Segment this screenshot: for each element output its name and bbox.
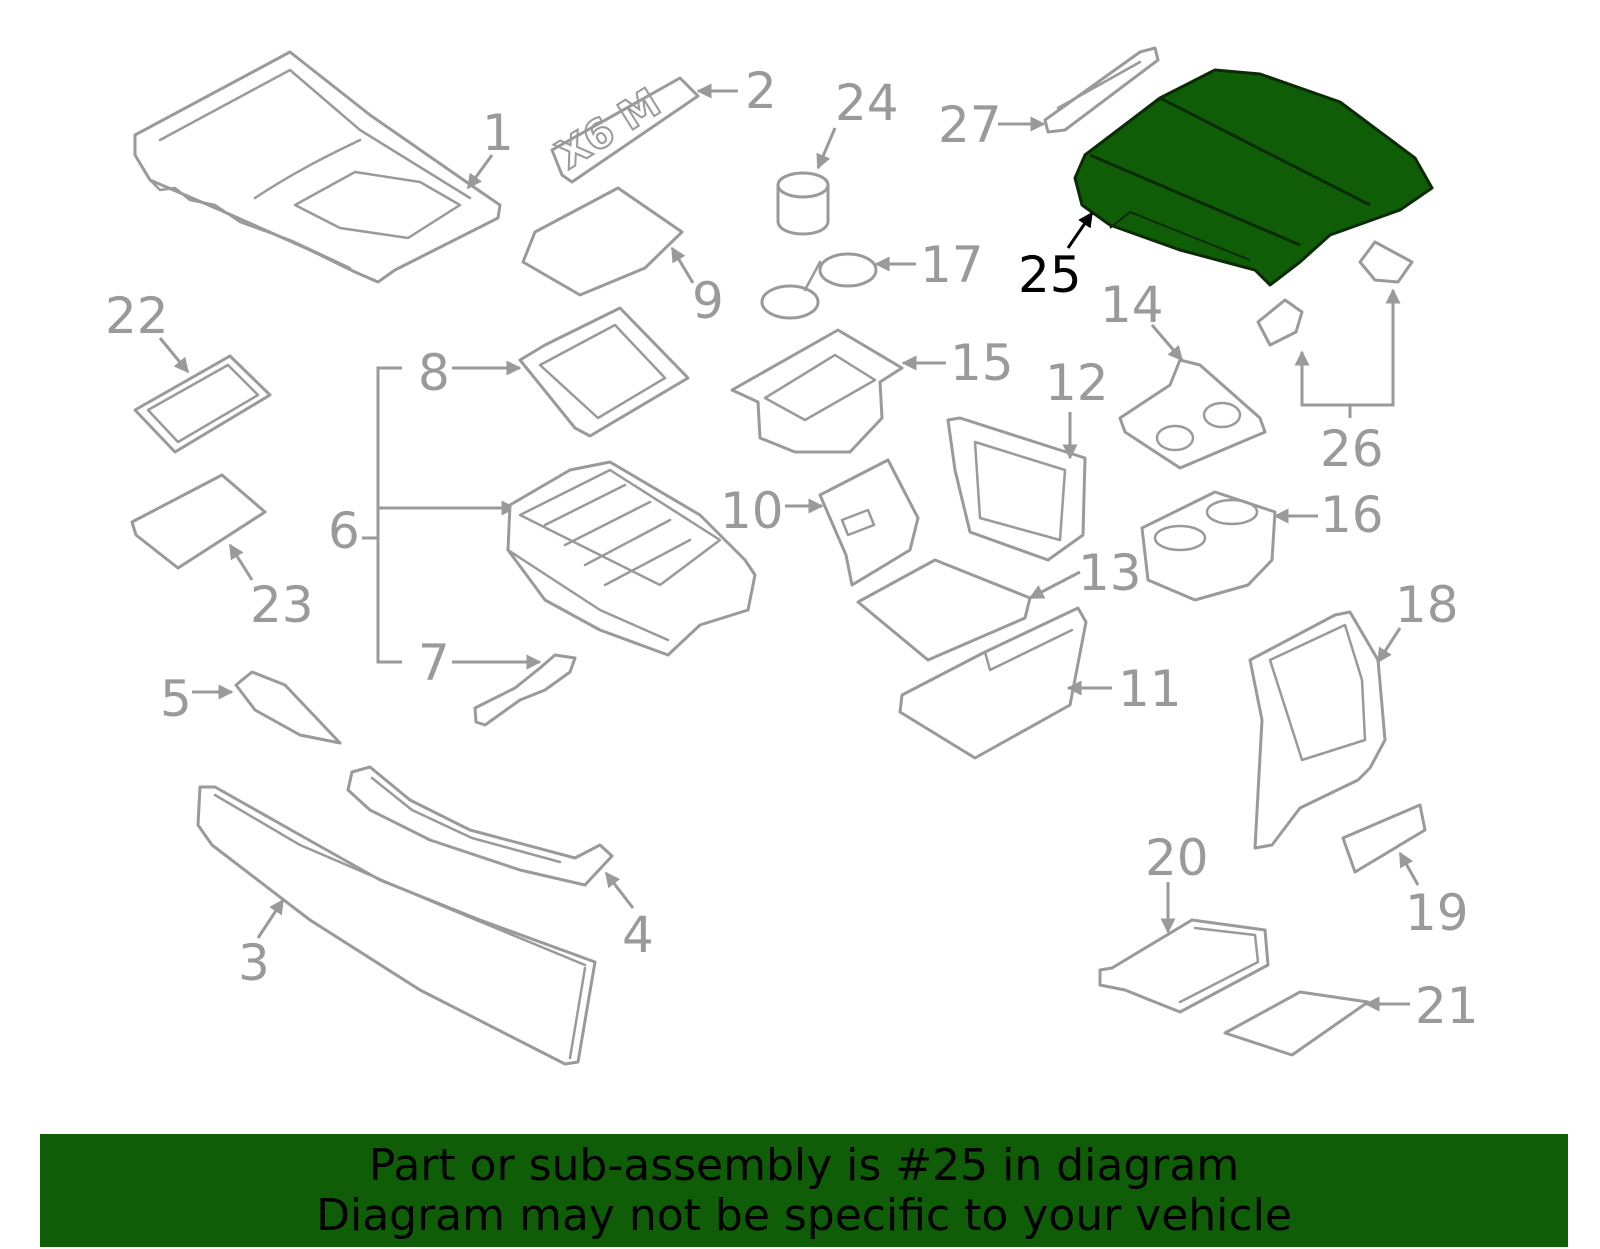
part-23-tray [130, 473, 267, 570]
callout-1: 1 [482, 104, 514, 162]
info-banner: Part or sub-assembly is #25 in diagram D… [40, 1134, 1568, 1247]
callout-2: 2 [745, 62, 777, 120]
callout-10: 10 [720, 482, 784, 540]
part-14-cupholder-plate [1118, 358, 1267, 470]
callout-9: 9 [692, 272, 724, 330]
callout-16: 16 [1320, 486, 1384, 544]
part-2-emblem: X6 M [548, 76, 700, 184]
callout-13: 13 [1078, 544, 1142, 602]
callout-18: 18 [1395, 576, 1459, 634]
parts-diagram: 1 X6 M 2 3 4 5 6 7 [105, 46, 1479, 1066]
part-24-knob [776, 171, 830, 236]
callout-19: 19 [1405, 884, 1469, 942]
callout-25: 25 [1018, 246, 1082, 304]
part-18-rear-panel [1248, 610, 1387, 850]
part-11-bin [898, 606, 1088, 760]
part-16-cupholder-assembly [1140, 490, 1277, 602]
emblem-lettering: X6 M [549, 80, 669, 179]
callout-6: 6 [328, 502, 360, 560]
part-21-mat [1223, 990, 1370, 1057]
part-10-panel [818, 458, 920, 587]
callout-27: 27 [938, 96, 1002, 154]
part-20-storage-box [1098, 918, 1270, 1014]
part-27-trim-strip [1043, 46, 1160, 134]
callout-17: 17 [920, 236, 984, 294]
callout-23: 23 [250, 576, 314, 634]
part-13-mat [856, 558, 1032, 662]
part-17-insert [760, 252, 878, 320]
part-3-trim-strip [196, 785, 597, 1066]
part-22-mat [133, 354, 272, 454]
part-9-mat [521, 186, 684, 297]
callout-7: 7 [418, 634, 450, 692]
callout-8: 8 [418, 344, 450, 402]
part-25-armrest-highlighted [1073, 68, 1434, 287]
callout-5: 5 [160, 670, 192, 728]
part-5-cover [234, 670, 342, 745]
banner-line-part: Part or sub-assembly is #25 in diagram [368, 1139, 1240, 1191]
bracket-6 [376, 366, 402, 664]
part-8-tray [518, 306, 690, 438]
part-4-side-trim [346, 765, 614, 887]
callout-22: 22 [105, 287, 169, 345]
part-12-bezel [946, 416, 1087, 562]
callout-15: 15 [950, 334, 1014, 392]
part-19-small-trim [1341, 803, 1427, 874]
callout-3: 3 [238, 934, 270, 992]
callout-11: 11 [1118, 660, 1182, 718]
callout-12: 12 [1045, 354, 1109, 412]
callout-26: 26 [1320, 420, 1384, 478]
part-15-cupholder [730, 328, 904, 454]
bracket-26 [1300, 292, 1395, 407]
banner-line-disclaimer: Diagram may not be specific to your vehi… [316, 1189, 1292, 1241]
callout-21: 21 [1415, 977, 1479, 1035]
part-26-switches [1256, 240, 1414, 347]
callout-20: 20 [1145, 829, 1209, 887]
callout-24: 24 [835, 74, 899, 132]
part-6-console-housing [506, 460, 757, 657]
callout-4: 4 [622, 906, 654, 964]
part-7-connector [473, 653, 577, 727]
part-1-console-trim [133, 50, 502, 284]
